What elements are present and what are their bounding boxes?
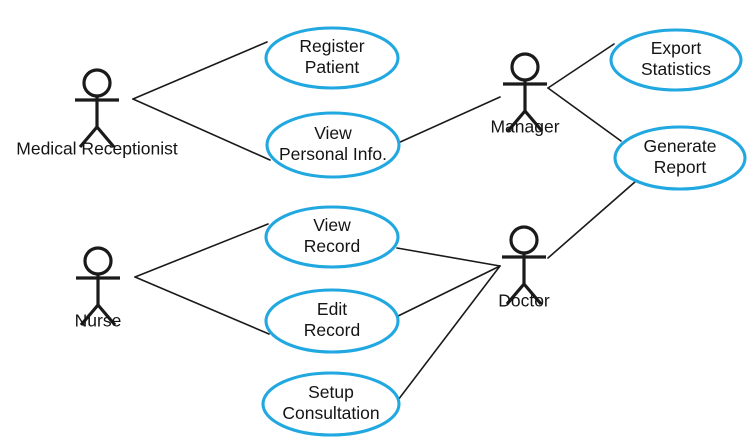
use-case-label-line: View [313,215,351,235]
actor-label: Nurse [75,311,122,331]
actor-medical-receptionist[interactable]: Medical Receptionist [16,68,178,159]
use-case-ellipse [264,26,400,90]
actor-head-icon [82,68,112,98]
actor-leg-right-icon [95,125,116,149]
actor-label: Medical Receptionist [16,139,178,159]
association-nurse-edit-record [134,276,270,335]
use-case-label-line: Report [654,157,707,177]
actor-label: Manager [490,117,559,137]
actor-label: Doctor [498,291,550,311]
use-case-ellipse [609,28,743,92]
association-nurse-view-record [134,223,269,278]
use-case-label-line: Consultation [282,403,379,423]
use-case-label-line: Generate [644,136,717,156]
use-case-label-line: Export [651,38,702,58]
use-case-ellipse [264,205,400,269]
use-case-label-line: Patient [305,57,360,77]
actor-leg-right-icon [96,303,117,327]
actor-leg-right-icon [523,109,544,133]
actor-leg-left-icon [505,282,526,306]
use-case-ellipse [264,288,400,354]
actor-head-icon [509,225,539,255]
association-view-record-doctor [396,247,501,267]
use-case-ellipse [261,371,401,437]
association-receptionist-view-personal-info [132,98,271,161]
association-manager-export-statistics [547,43,615,89]
association-manager-generate-report [547,87,622,142]
use-case-label-line: View [314,123,352,143]
association-receptionist-register-patient [132,41,268,100]
use-case-label-line: Record [304,236,360,256]
actor-doctor[interactable]: Doctor [498,225,550,311]
use-case-label-line: Setup [308,382,354,402]
use-case-ellipse [613,125,747,191]
association-lines-layer [132,41,637,405]
use-case-label-line: Edit [317,299,347,319]
actor-leg-left-icon [78,125,99,149]
actor-leg-left-icon [79,303,100,327]
use-case-label-line: Statistics [641,59,711,79]
actor-leg-right-icon [522,282,543,306]
association-view-personal-info-manager [397,96,501,144]
association-edit-record-doctor [393,265,501,319]
use-case-label-line: Personal Info. [279,144,387,164]
actor-nurse[interactable]: Nurse [75,246,122,331]
actor-manager[interactable]: Manager [490,52,560,137]
actor-head-icon [510,52,540,82]
actor-head-icon [83,246,113,276]
use-case-ellipse [265,111,401,179]
actor-leg-left-icon [506,109,527,133]
association-setup-consultation-doctor [394,265,501,405]
use-case-label-line: Record [304,320,360,340]
use-case-label-line: Register [299,36,364,56]
association-generate-report-doctor [547,180,637,259]
